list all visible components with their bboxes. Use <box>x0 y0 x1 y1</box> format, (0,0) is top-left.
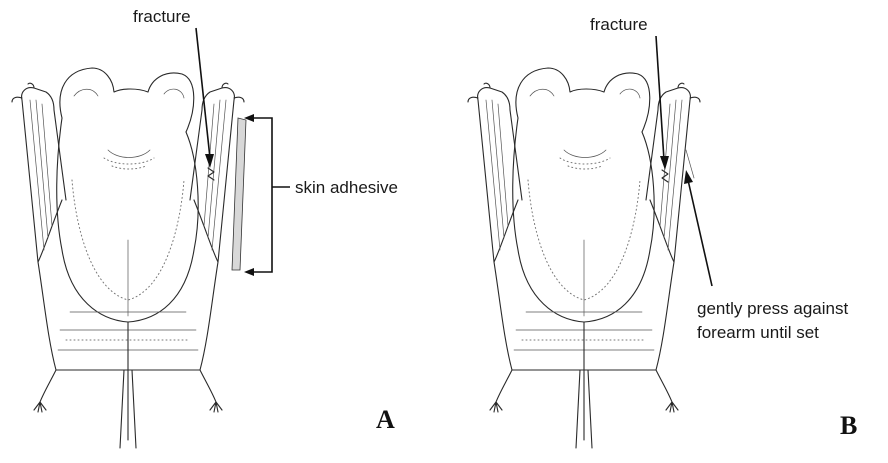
skin-adhesive-label: skin adhesive <box>295 178 398 197</box>
press-arrowhead <box>684 170 693 184</box>
fracture-mark-b <box>662 170 668 182</box>
panel-letter-a: A <box>376 405 395 434</box>
fracture-label-a: fracture <box>133 7 191 26</box>
panel-a: fracture skin adhesive A <box>12 7 398 448</box>
bracket-arrowhead-bottom <box>244 268 254 276</box>
fracture-arrowhead-b <box>660 156 669 170</box>
bat-illustration-b <box>468 68 700 448</box>
press-label-line2: forearm until set <box>697 323 819 342</box>
panel-b: fracture gently press against forearm un… <box>468 15 857 448</box>
fracture-arrowhead-a <box>205 154 214 168</box>
panel-letter-b: B <box>840 411 857 440</box>
fracture-arrow-b <box>656 36 664 160</box>
press-arrow <box>688 180 712 286</box>
bat-illustration-a <box>12 68 244 448</box>
fracture-label-b: fracture <box>590 15 648 34</box>
skin-adhesive-layer <box>232 118 246 270</box>
adhesive-bracket <box>248 118 272 272</box>
press-label-line1: gently press against <box>697 299 848 318</box>
